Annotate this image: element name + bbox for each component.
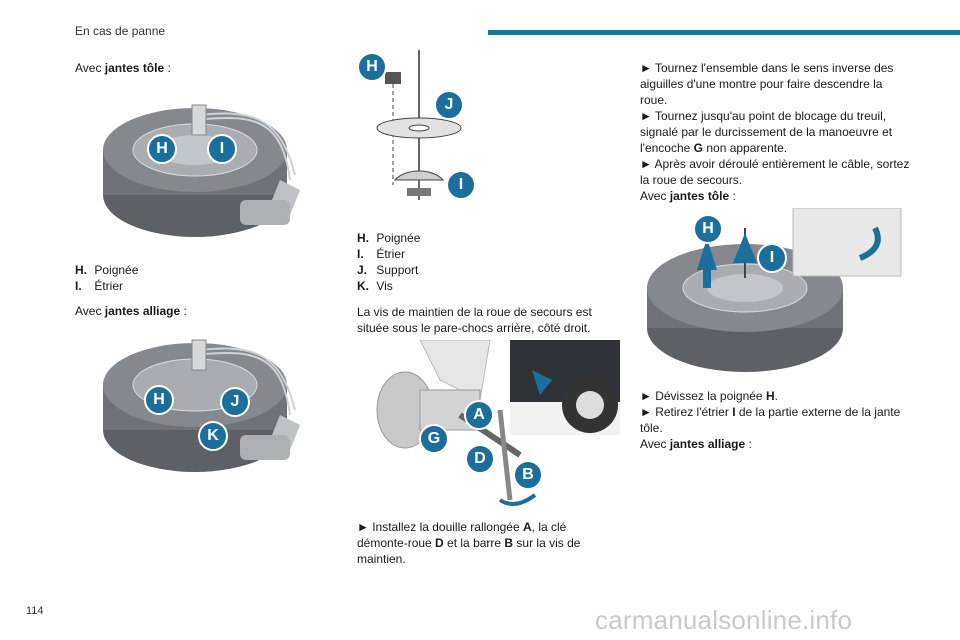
steel-rims-intro: Avec jantes tôle : [75,61,171,75]
callout-i: I [446,170,476,200]
callout-h: H [693,214,723,244]
callout-j: J [434,90,464,120]
watermark: carmanualsonline.info [595,605,853,635]
legend-item: I. Étrier [75,279,124,293]
callout-g: G [419,424,449,454]
alloy-rim-winch-figure [100,325,310,480]
step-5: ► Retirez l'étrier I de la partie extern… [640,405,901,435]
legend-main: H. Poignée I. Étrier J. Support K. Vis [357,230,420,294]
callout-k: K [198,421,228,451]
step-2: ► Tournez jusqu'au point de blocage du t… [640,109,893,139]
callout-h: H [357,52,387,82]
step-3: ► Après avoir déroulé entièrement le câb… [640,157,910,187]
legend-item: I. Étrier [357,247,406,261]
tool-installation-figure [360,339,620,510]
callout-d: D [465,444,495,474]
page-number: 114 [26,605,44,617]
steel-rim-winch-figure [100,95,310,245]
removal-steps: ► Dévissez la poignée H. ► Retirez l'étr… [640,388,910,452]
callout-i: I [207,134,237,164]
install-step: ► Installez la douille rallongée A, la c… [357,520,581,566]
section-title: En cas de panne [75,24,166,38]
callout-j: J [220,387,250,417]
steel-rims-intro: Avec jantes tôle : [640,189,736,203]
callout-a: A [464,400,494,430]
step-2-cont: l'encoche G non apparente. [640,141,788,155]
legend-item: H. Poignée [357,231,421,245]
legend-fig1: H. Poignée I. Étrier [75,262,138,294]
screw-location-text: La vis de maintien de la roue de secours… [357,305,592,335]
callout-i: I [757,243,787,273]
step-1: ► Tournez l'ensemble dans le sens invers… [640,61,894,107]
legend-item: K. Vis [357,279,393,293]
callout-h: H [147,134,177,164]
alloy-rims-intro: Avec jantes alliage : [75,304,187,318]
callout-b: B [513,460,543,490]
steel-rim-removal-figure [645,207,905,378]
step-4: ► Dévissez la poignée H. [640,389,778,403]
winch-assembly-figure [355,50,485,210]
legend-item: H. Poignée [75,263,139,277]
header-accent-bar [488,30,960,35]
legend-item: J. Support [357,263,419,277]
callout-h: H [144,385,174,415]
lowering-steps: ► Tournez l'ensemble dans le sens invers… [640,60,910,204]
alloy-rims-intro: Avec jantes alliage : [640,437,752,451]
